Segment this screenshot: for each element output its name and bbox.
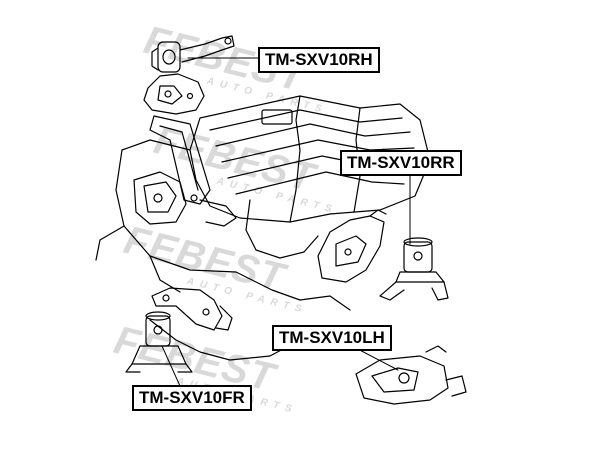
fr-leader-line xyxy=(161,345,181,387)
rr-bracket-part xyxy=(317,209,387,283)
rh-mount-part xyxy=(151,35,235,73)
label-tm-sxv10rr: TM-SXV10RR xyxy=(340,150,462,176)
label-tm-sxv10fr: TM-SXV10FR xyxy=(132,385,252,411)
engine-block xyxy=(189,95,431,259)
fr-mount-part xyxy=(125,311,193,373)
rh-bracket-part xyxy=(143,73,205,115)
label-tm-sxv10rh: TM-SXV10RH xyxy=(258,47,380,73)
fr-bracket-part xyxy=(151,287,233,331)
front-strut xyxy=(149,115,211,205)
rr-mount-part xyxy=(379,237,449,301)
lh-mount-part xyxy=(355,345,467,405)
label-tm-sxv10lh: TM-SXV10LH xyxy=(272,325,392,351)
left-bracket-part xyxy=(133,171,237,227)
